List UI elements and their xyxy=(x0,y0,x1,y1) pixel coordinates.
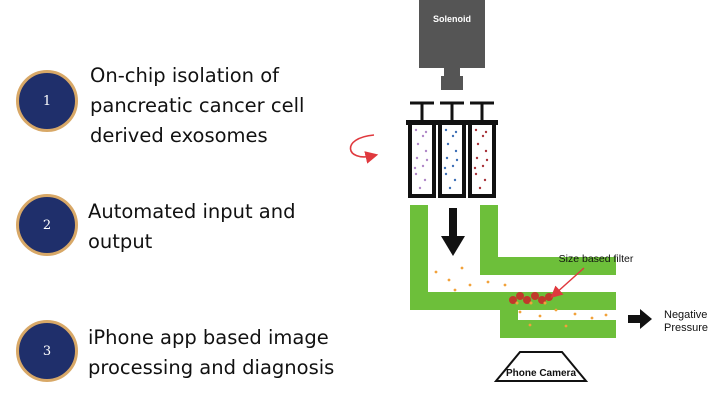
particle-dot xyxy=(454,130,458,134)
step-1-line-3: derived exosomes xyxy=(90,124,268,147)
particle-dot xyxy=(443,166,447,170)
step-1-line-2: pancreatic cancer cell xyxy=(90,94,305,117)
filter-label: Size based filter xyxy=(559,253,634,265)
flow-particle xyxy=(486,280,490,284)
microfluidic-channel xyxy=(410,205,616,338)
rotation-arrow-icon xyxy=(349,134,379,164)
step-1-number: 1 xyxy=(42,93,52,109)
particle-dot xyxy=(453,178,457,182)
step-1-text: On-chip isolation of pancreatic cancer c… xyxy=(90,61,304,151)
particle-dot xyxy=(444,172,448,176)
flow-particle xyxy=(434,270,438,274)
step-2-number: 2 xyxy=(42,217,52,233)
solenoid: Solenoid xyxy=(419,0,485,90)
particle-dot xyxy=(414,128,418,132)
particle-dot xyxy=(481,164,485,168)
particle-dot xyxy=(425,158,429,162)
flow-particle xyxy=(604,313,608,317)
flow-particle xyxy=(468,283,472,287)
step-2-badge: 2 xyxy=(16,194,78,256)
step-2-line-2: output xyxy=(88,230,153,253)
particle-dot xyxy=(455,158,459,162)
particle-dot xyxy=(415,156,419,160)
flow-particle xyxy=(590,316,594,320)
negative-pressure-arrow-icon xyxy=(628,309,652,329)
particle-dot xyxy=(421,164,425,168)
flow-particle xyxy=(528,323,532,327)
step-2-text: Automated input and output xyxy=(88,197,295,257)
syringe-2-particles xyxy=(443,128,459,190)
particle-dot xyxy=(484,149,488,153)
flow-particle xyxy=(503,283,507,287)
phone-camera: Phone Camera xyxy=(493,351,589,382)
flow-particle xyxy=(518,310,522,314)
camera-label: Phone Camera xyxy=(506,368,576,379)
flow-particle xyxy=(554,308,558,312)
solenoid-label: Solenoid xyxy=(433,14,471,24)
syringe-3-particles xyxy=(473,128,489,190)
step-2-line-1: Automated input and xyxy=(88,200,296,223)
particle-dot xyxy=(454,149,458,153)
filter-pointer xyxy=(550,267,585,299)
step-3-line-1: iPhone app based image xyxy=(88,326,329,349)
particle-dot xyxy=(424,149,428,153)
particle-dot xyxy=(418,186,422,190)
particle-dot xyxy=(424,130,428,134)
particle-dot xyxy=(473,166,477,170)
particle-dot xyxy=(446,142,450,146)
particle-dot xyxy=(444,128,448,132)
flow-particle xyxy=(447,278,451,282)
flow-particles xyxy=(434,266,608,328)
particle-dot xyxy=(416,142,420,146)
flow-particle xyxy=(573,312,577,316)
flow-particle xyxy=(538,314,542,318)
particle-dot xyxy=(484,130,488,134)
step-3-badge: 3 xyxy=(16,320,78,382)
particle-dot xyxy=(478,186,482,190)
particle-dot xyxy=(474,172,478,176)
particle-dot xyxy=(414,172,418,176)
syringe-1-particles xyxy=(413,128,429,190)
flow-particle xyxy=(460,266,464,270)
flow-particle xyxy=(453,288,457,292)
pressure-label-line-1: Negative xyxy=(664,309,707,321)
particle-dot xyxy=(445,156,449,160)
particle-dot xyxy=(475,156,479,160)
step-1-badge: 1 xyxy=(16,70,78,132)
particle-dot xyxy=(451,164,455,168)
pressure-label-line-2: Pressure xyxy=(664,322,708,334)
particle-dot xyxy=(451,134,455,138)
particle-dot xyxy=(476,142,480,146)
particle-dot xyxy=(421,134,425,138)
step-3-text: iPhone app based image processing and di… xyxy=(88,323,334,383)
down-flow-arrow-icon xyxy=(441,208,465,256)
step-3-line-2: processing and diagnosis xyxy=(88,356,335,379)
particle-dot xyxy=(448,186,452,190)
particle-dot xyxy=(485,158,489,162)
step-3-number: 3 xyxy=(42,343,52,359)
particle-dot xyxy=(413,166,417,170)
particle-dot xyxy=(474,128,478,132)
particle-dot xyxy=(423,178,427,182)
particle-dot xyxy=(483,178,487,182)
particle-dot xyxy=(481,134,485,138)
flow-particle xyxy=(564,324,568,328)
syringe-array xyxy=(406,101,498,198)
step-1-line-1: On-chip isolation of xyxy=(90,64,280,87)
